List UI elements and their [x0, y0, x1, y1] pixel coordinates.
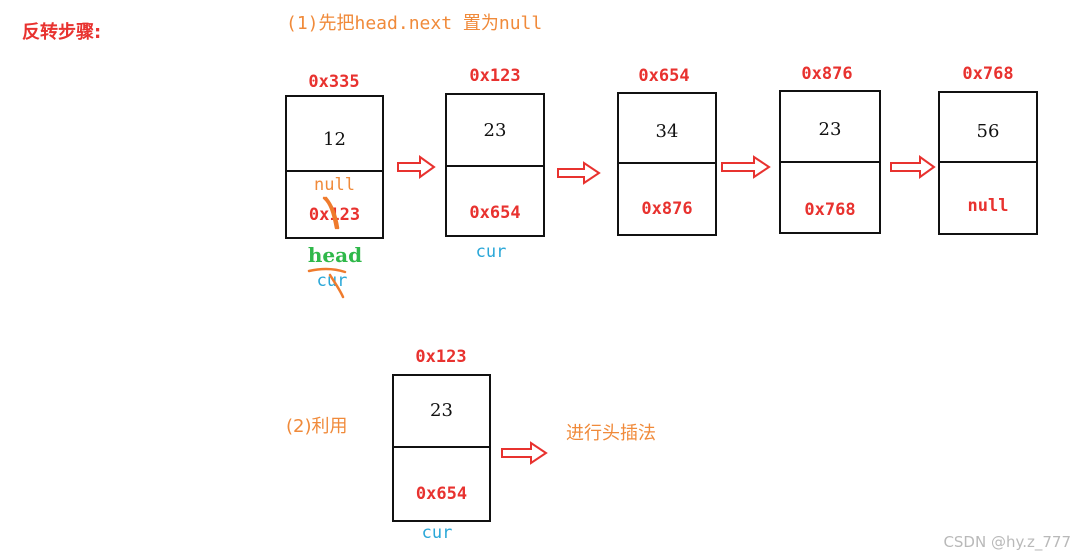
node-next-new: null [314, 175, 355, 195]
node-value: 23 [430, 400, 453, 421]
strike-mark [322, 196, 338, 230]
node-divider [781, 161, 879, 163]
node-divider [447, 165, 543, 167]
node-address: 0x768 [962, 64, 1014, 84]
node-value: 23 [483, 120, 507, 141]
step-1-label: (1)先把head.next 置为null [286, 13, 543, 34]
node-divider [940, 161, 1036, 163]
arrow-icon [557, 161, 601, 185]
node-divider [394, 446, 489, 448]
node-value: 12 [323, 129, 346, 150]
list-node: 23 0x654 [392, 374, 491, 522]
head-pointer-label: head [307, 243, 363, 267]
arrow-icon [397, 155, 436, 179]
node-next: 0x768 [804, 200, 856, 220]
node-value: 56 [976, 121, 1000, 142]
list-node: 23 0x654 [445, 93, 545, 237]
head-insert-note: 进行头插法 [566, 423, 656, 444]
list-node: 56 null [938, 91, 1038, 235]
cur-pointer-label-old: cur [316, 271, 348, 291]
node-next: 0x654 [415, 484, 468, 504]
watermark: CSDN @hy.z_777 [943, 533, 1071, 551]
list-node: 34 0x876 [617, 92, 717, 236]
node-value: 34 [655, 121, 679, 142]
step-2-label: (2)利用 [286, 416, 348, 437]
strike-mark [307, 267, 347, 274]
node-address: 0x876 [801, 64, 853, 84]
node-address: 0x123 [415, 347, 467, 367]
node-address: 0x335 [308, 72, 360, 92]
node-divider [619, 162, 715, 164]
node-divider [287, 170, 382, 172]
strike-mark [324, 196, 340, 230]
node-next: 0x654 [469, 203, 521, 223]
page-title: 反转步骤: [22, 22, 102, 43]
node-next: 0x876 [641, 199, 693, 219]
node-address: 0x654 [638, 66, 690, 86]
arrow-icon [890, 155, 936, 179]
node-next: null [967, 196, 1009, 216]
node-value: 23 [818, 119, 842, 140]
node-address: 0x123 [469, 66, 521, 86]
arrow-icon [501, 441, 548, 465]
list-node: 23 0x768 [779, 90, 881, 234]
list-node: 12 null 0x123 [285, 95, 384, 239]
cur-pointer-label: cur [421, 523, 453, 543]
arrow-icon [721, 155, 771, 179]
strike-mark [328, 273, 345, 299]
cur-pointer-label: cur [475, 242, 507, 262]
